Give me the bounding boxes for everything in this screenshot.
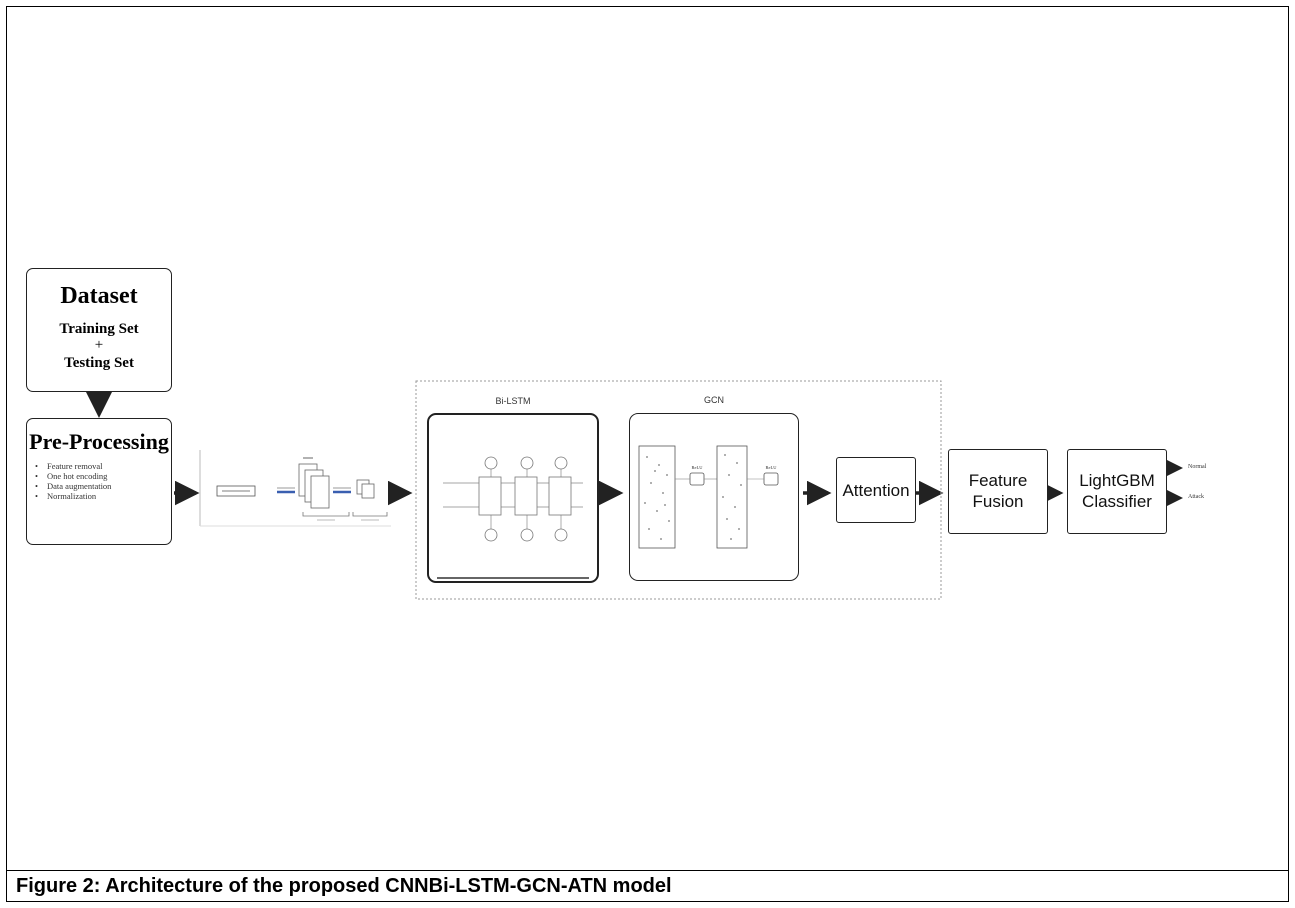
bilstm-box: Bi-LSTM [427, 396, 599, 583]
figure-caption: Figure 2: Architecture of the proposed C… [16, 875, 672, 897]
dataset-box: Dataset Training Set + Testing Set [26, 268, 172, 392]
caption-divider [6, 870, 1289, 871]
input-block [216, 485, 256, 497]
bilstm-label: Bi-LSTM [495, 396, 531, 406]
cnn-illustration [199, 450, 391, 527]
preprocessing-title: Pre-Processing [29, 429, 169, 454]
bilstm-illustration [437, 456, 589, 579]
gcn-label: GCN [704, 395, 724, 405]
conv-layer-1 [310, 475, 330, 509]
attention-label: Attention [842, 481, 910, 500]
step-item: Feature removal [35, 461, 111, 471]
step-item: Normalization [35, 491, 111, 501]
classifier-line2: Classifier [1082, 492, 1152, 511]
preprocessing-box: Pre-Processing Feature removal One hot e… [26, 418, 172, 545]
figure-frame [6, 6, 1289, 902]
relu-label-2: ReLU [766, 465, 778, 470]
feature-fusion-box: Feature Fusion [948, 449, 1048, 534]
lstm-cell-2 [514, 456, 538, 542]
graph-layer-1 [638, 445, 676, 549]
lstm-cell-3 [548, 456, 572, 542]
lstm-cell-1 [478, 456, 502, 542]
step-item: Data augmentation [35, 481, 111, 491]
classifier-line1: LightGBM [1079, 471, 1155, 490]
dashed-enclosure [415, 380, 942, 600]
feature-fusion-line2: Fusion [972, 492, 1024, 511]
lightgbm-classifier-box: LightGBM Classifier [1067, 449, 1167, 534]
gcn-illustration: ReLU ReLU [638, 445, 779, 549]
step-item: One hot encoding [35, 471, 111, 481]
plus-sign: + [94, 337, 104, 353]
attention-box: Attention [836, 457, 916, 523]
graph-layer-2 [716, 445, 748, 549]
training-set-label: Training Set [59, 321, 139, 337]
pool-layer-1 [361, 483, 375, 499]
testing-set-label: Testing Set [64, 355, 134, 371]
normal-output-label: Normal [1188, 464, 1207, 470]
dataset-title: Dataset [60, 283, 138, 309]
relu-label-1: ReLU [692, 465, 704, 470]
feature-fusion-line1: Feature [968, 471, 1028, 490]
attack-output-label: Attack [1188, 494, 1204, 500]
preprocessing-steps: Feature removal One hot encoding Data au… [35, 461, 111, 501]
